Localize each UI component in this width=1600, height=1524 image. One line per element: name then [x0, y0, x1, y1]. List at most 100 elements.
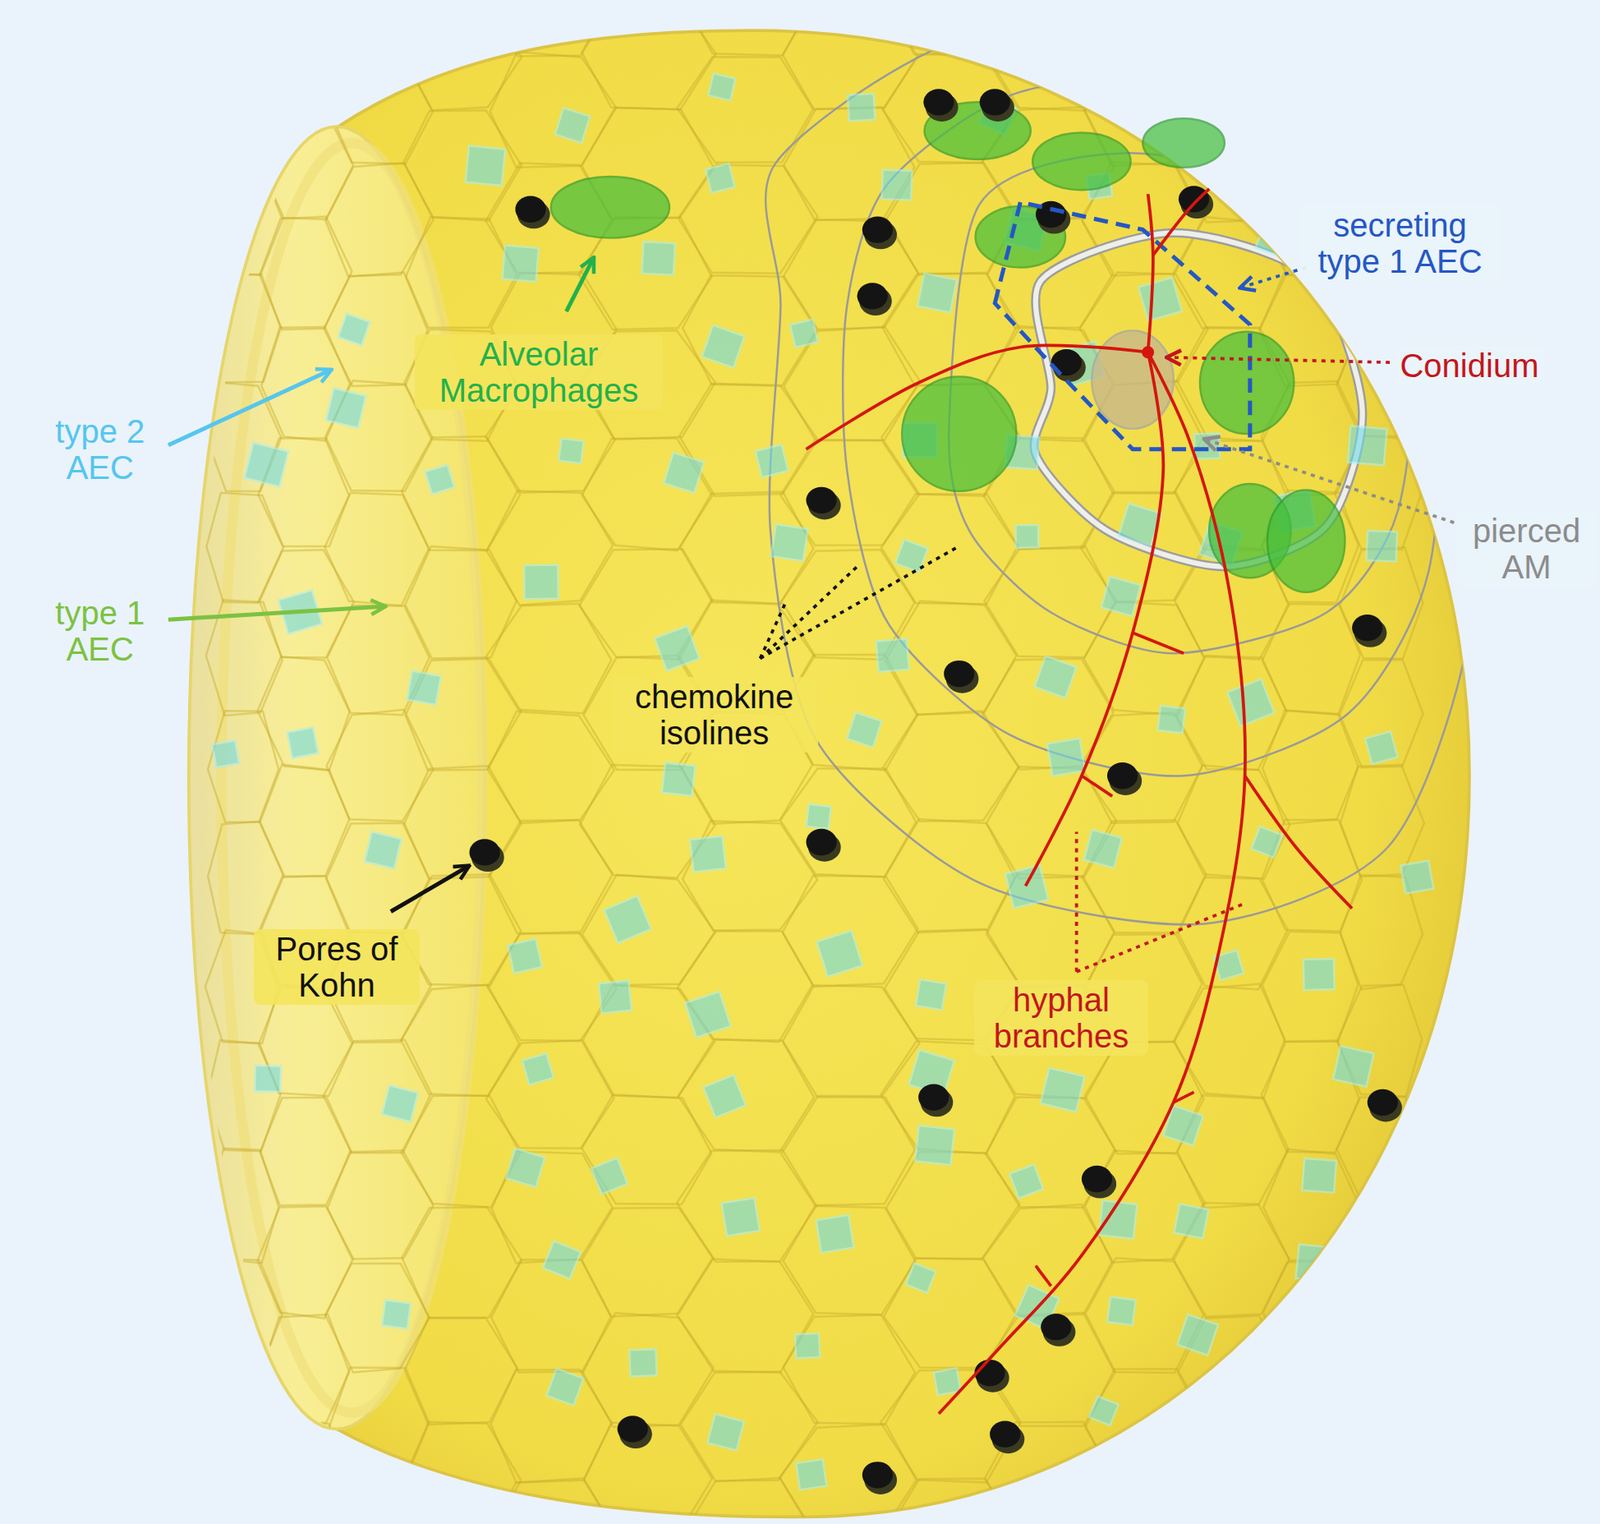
hypha [1081, 775, 1113, 796]
cell-border [1338, 1314, 1423, 1426]
type-2-aec [629, 1348, 657, 1376]
cell-border [986, 1097, 1116, 1208]
type-2-aec [505, 1148, 545, 1187]
cell-border [782, 875, 919, 987]
pore [857, 282, 888, 309]
cell-border [881, 493, 1018, 604]
hypha [1153, 188, 1210, 256]
leader-line [1076, 903, 1246, 972]
cell-border [401, 1095, 520, 1208]
cell-border [257, 1205, 354, 1318]
cell-border [1259, 52, 1358, 165]
type-2-aec [591, 1157, 628, 1194]
cell-border [1339, 547, 1423, 658]
pore [1040, 1313, 1072, 1340]
cell-border [485, 603, 612, 713]
alveolus-rim [221, 142, 483, 1412]
pore [862, 216, 893, 243]
leader-line [760, 546, 960, 659]
cell-border [886, 1478, 1021, 1524]
cell-border [1080, 1476, 1206, 1524]
cell-border [206, 1369, 284, 1479]
pore [989, 1420, 1021, 1447]
part-label: chemokine isolines [611, 676, 819, 753]
cell-border [582, 437, 713, 551]
type-2-aec [1009, 1163, 1044, 1198]
cell-border [325, 1263, 430, 1372]
leader-line [1166, 357, 1390, 363]
cell-border [400, 983, 520, 1096]
pore [1081, 1165, 1113, 1192]
part-label: pierced AM [1456, 510, 1598, 587]
type-2-aec [524, 565, 559, 600]
type-2-aec [338, 313, 371, 346]
cell-border [401, 436, 520, 551]
type-2-aec [1084, 829, 1122, 868]
cell-border [1177, 0, 1291, 110]
alveolar-macrophage [1032, 133, 1131, 191]
cell-border [1262, 709, 1359, 824]
type-2-aec [1101, 576, 1141, 617]
type-2-aec [905, 1262, 936, 1292]
cell-border [323, 1039, 432, 1154]
type-2-aec [254, 1065, 281, 1092]
cell-border [682, 1477, 816, 1524]
hypha [1035, 1265, 1052, 1287]
hypha [1173, 1091, 1195, 1102]
type-2-aec [790, 319, 819, 348]
type-2-aec [1016, 524, 1040, 548]
part-label: Alveolar Macrophages [414, 334, 663, 410]
pore [918, 1083, 949, 1110]
cell-border [486, 1039, 615, 1148]
cell-border [1261, 490, 1359, 603]
cell-border [206, 492, 284, 603]
pore [979, 88, 1011, 115]
cell-border [1334, 0, 1421, 113]
pore [468, 838, 500, 865]
cell-border [490, 51, 617, 168]
type-2-aec [598, 979, 632, 1013]
leader-line [168, 369, 332, 446]
conidium [1141, 345, 1155, 359]
type-2-aec [407, 671, 442, 705]
cell-border [1085, 1368, 1208, 1482]
type-2-aec [1194, 432, 1220, 459]
cell-border [676, 1149, 817, 1262]
cell-border [206, 163, 284, 276]
part-label: secreting type 1 AEC [1298, 205, 1502, 281]
alveolar-macrophage [901, 377, 1017, 492]
type-2-aec [287, 726, 319, 759]
hypha [1132, 632, 1184, 653]
type-2-aec [685, 991, 732, 1038]
leader-line [390, 865, 470, 912]
hypha [938, 352, 1246, 1414]
type-2-aec [1047, 738, 1086, 777]
alveolar-macrophage [1267, 489, 1345, 592]
cell-border [581, 1094, 712, 1204]
type-2-aec [755, 444, 789, 478]
type-2-aec [603, 895, 652, 943]
type-2-aec [933, 1367, 961, 1395]
cell-border [1263, 1369, 1358, 1481]
type-2-aec [1040, 1067, 1086, 1113]
type-2-aec [1255, 220, 1294, 258]
cell-border [207, 821, 284, 934]
part-label: type 2 AEC [37, 411, 163, 488]
cell-border [1335, 1422, 1421, 1524]
cell-border [678, 165, 818, 274]
type-2-aec [1347, 425, 1388, 465]
cell-border [1260, 0, 1364, 56]
cell-border [405, 658, 522, 771]
type-2-aec [915, 979, 947, 1010]
type-2-aec [1366, 530, 1398, 562]
cell-border [676, 1259, 814, 1373]
type-2-aec [381, 1299, 411, 1329]
cell-border [259, 549, 355, 658]
type-2-aec [1177, 1314, 1219, 1356]
type-2-aec [1173, 1203, 1209, 1238]
cell-border [207, 710, 279, 822]
alveolar-macrophage [1142, 118, 1224, 168]
cell-border [488, 819, 613, 934]
cell-border [325, 162, 433, 276]
cell-border [1263, 1149, 1359, 1260]
